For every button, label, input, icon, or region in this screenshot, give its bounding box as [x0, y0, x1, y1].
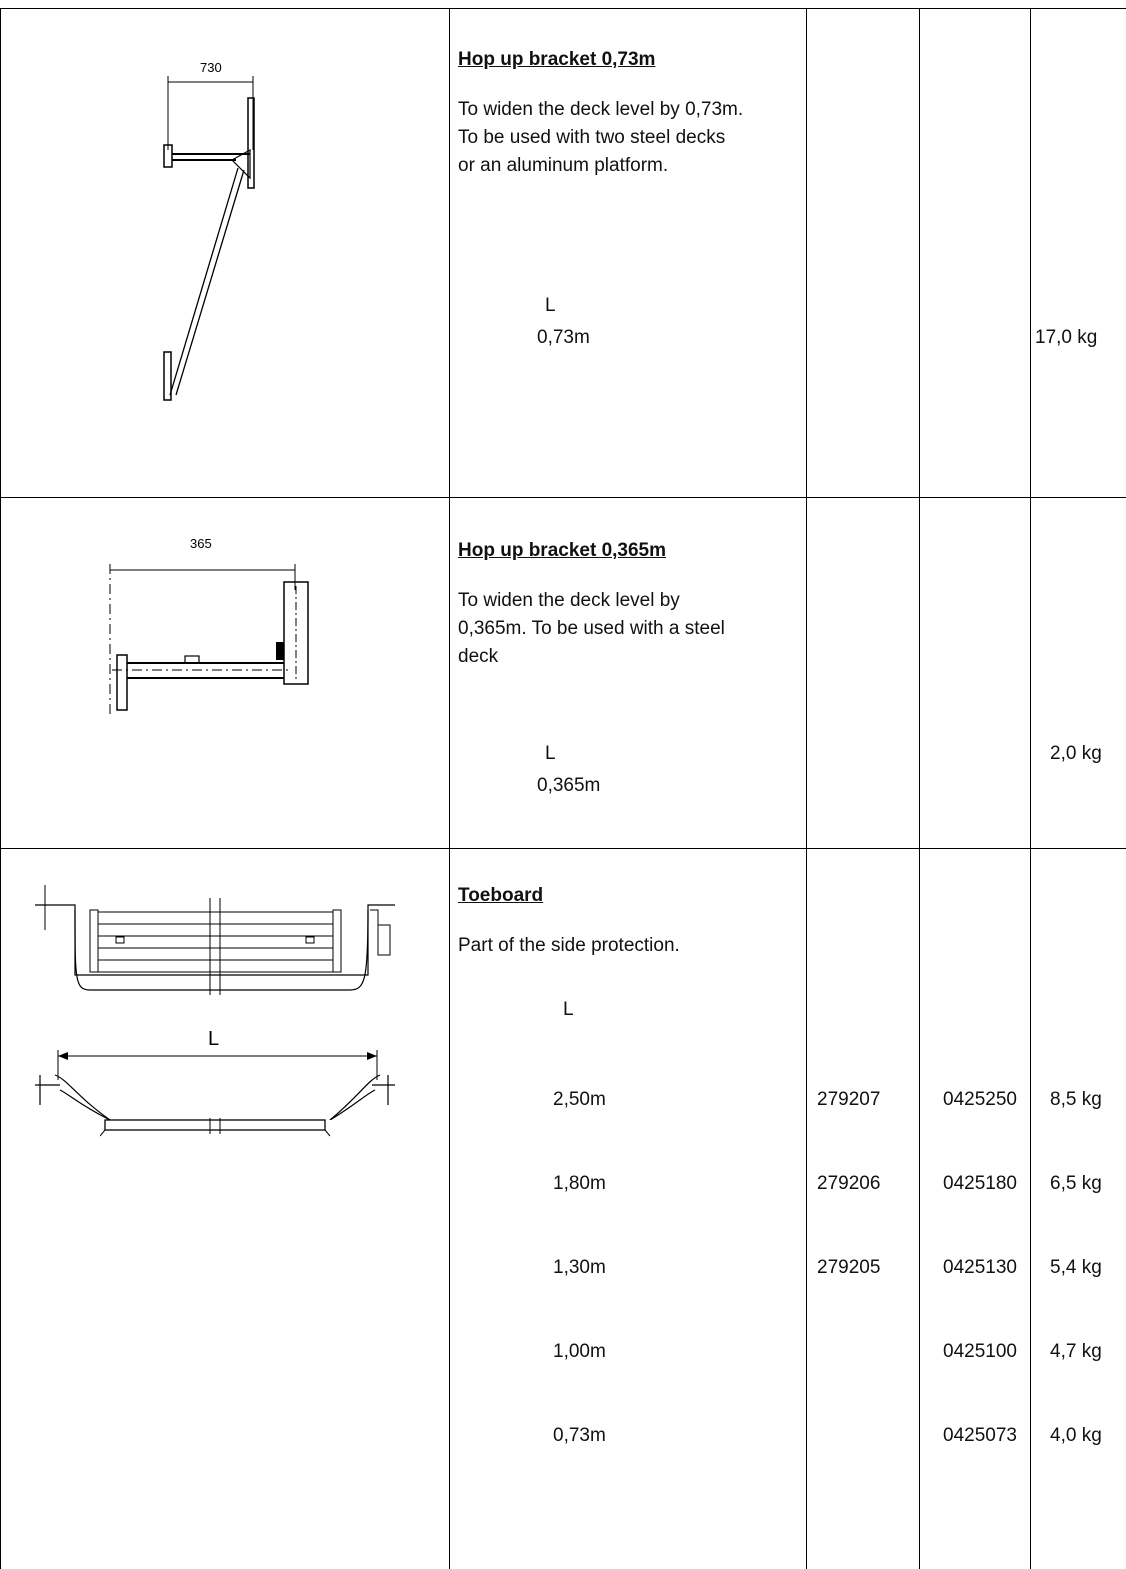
toeboard-drawing: L — [35, 885, 395, 1120]
weight-list: 8,5 kg 6,5 kg 5,4 kg 4,7 kg 4,0 kg — [1050, 1030, 1102, 1506]
weight-value: 2,0 kg — [1050, 743, 1102, 764]
description-line: To widen the deck level by — [458, 590, 680, 611]
size-label: L — [563, 999, 574, 1020]
hop-up-bracket-0365-drawing: 365 — [109, 536, 309, 718]
size-value: 1,00m — [553, 1341, 606, 1362]
size-list: 2,50m 1,80m 1,30m 1,00m 0,73m — [553, 1030, 606, 1506]
row-divider-2 — [0, 848, 1126, 849]
product-title: Hop up bracket 0,365m — [458, 540, 667, 561]
article-number-list-a: 279207 279206 279205 — [817, 1030, 880, 1338]
row-1-description: Hop up bracket 0,73m To widen the deck l… — [458, 46, 803, 180]
article-number: 0425250 — [943, 1089, 1017, 1110]
description-line: Part of the side protection. — [458, 935, 680, 956]
row-divider-1 — [0, 497, 1126, 498]
article-number: 0425073 — [943, 1425, 1017, 1446]
article-number: 0425100 — [943, 1341, 1017, 1362]
row-3-description: Toeboard Part of the side protection. — [458, 882, 803, 960]
weight-value: 4,0 kg — [1050, 1425, 1102, 1446]
description-line: deck — [458, 646, 499, 667]
size-label: L — [545, 295, 556, 316]
article-number: 0425180 — [943, 1173, 1017, 1194]
weight-value: 5,4 kg — [1050, 1257, 1102, 1278]
weight-value: 4,7 kg — [1050, 1341, 1102, 1362]
size-value: 0,73m — [553, 1425, 606, 1446]
drawing-dimension-label: 365 — [190, 536, 212, 551]
weight-value: 8,5 kg — [1050, 1089, 1102, 1110]
weight-value: 6,5 kg — [1050, 1173, 1102, 1194]
article-number: 0425130 — [943, 1257, 1017, 1278]
size-value: 1,30m — [553, 1257, 606, 1278]
size-label: L — [545, 743, 556, 764]
product-title: Hop up bracket 0,73m — [458, 49, 656, 70]
hop-up-bracket-073-drawing: 730 — [163, 60, 255, 401]
size-value: 1,80m — [553, 1173, 606, 1194]
description-line: 0,365m. To be used with a steel — [458, 618, 725, 639]
product-title: Toeboard — [458, 885, 544, 906]
description-line: To be used with two steel decks — [458, 127, 726, 148]
size-value: 0,73m — [537, 327, 590, 348]
column-divider-article-a — [919, 8, 920, 1569]
article-number-list-b: 0425250 0425180 0425130 0425100 0425073 — [943, 1030, 1017, 1506]
row-2-description: Hop up bracket 0,365m To widen the deck … — [458, 537, 803, 671]
table-border-top — [0, 8, 1126, 9]
column-border-left — [0, 8, 1, 1569]
toeboard-side-board-drawing — [100, 1118, 331, 1137]
description-line: or an aluminum platform. — [458, 155, 669, 176]
column-divider-image — [449, 8, 450, 1569]
size-value: 2,50m — [553, 1089, 606, 1110]
column-divider-description — [806, 8, 807, 1569]
article-number: 279207 — [817, 1089, 881, 1110]
drawing-dimension-label: L — [208, 1028, 219, 1050]
description-line: To widen the deck level by 0,73m. — [458, 99, 744, 120]
article-number: 279206 — [817, 1173, 881, 1194]
column-divider-article-b — [1030, 8, 1031, 1569]
drawing-dimension-label: 730 — [200, 60, 222, 75]
size-value: 0,365m — [537, 775, 601, 796]
article-number: 279205 — [817, 1257, 881, 1278]
weight-value: 17,0 kg — [1035, 327, 1098, 348]
